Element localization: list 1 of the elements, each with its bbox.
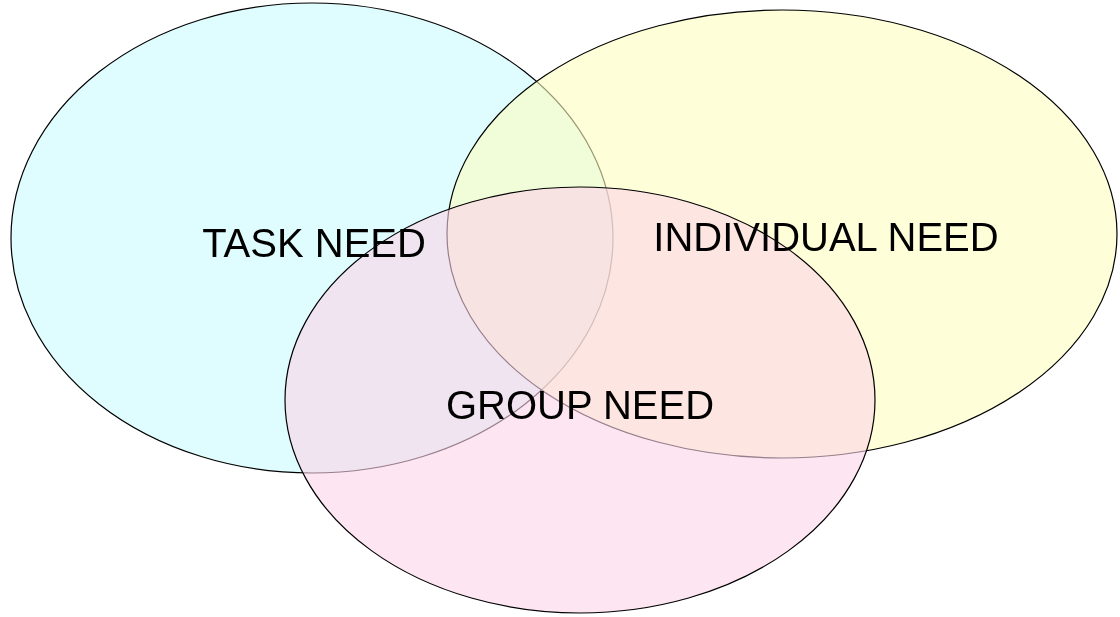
- set-label: GROUP NEED: [445, 385, 715, 425]
